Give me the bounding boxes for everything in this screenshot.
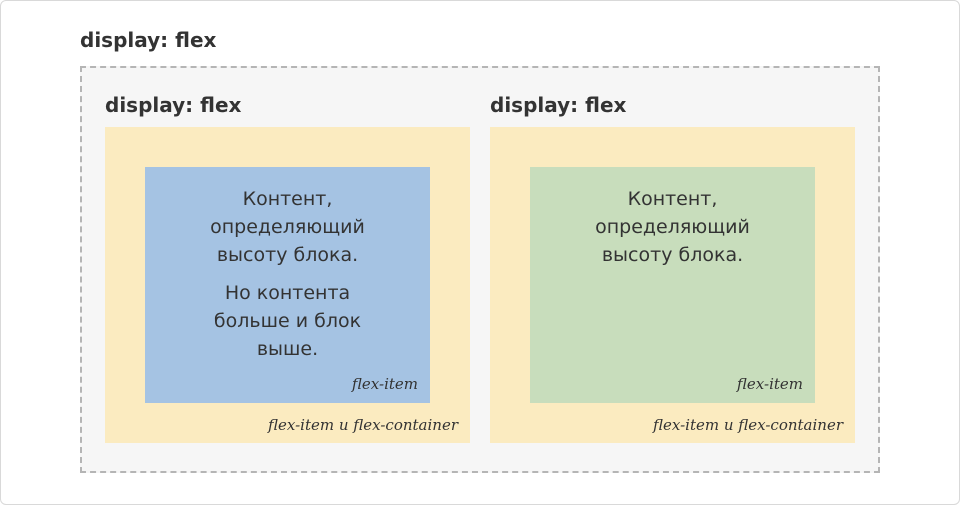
left-flex-container: Контент, определяющий высоту блока. Но к…: [105, 127, 470, 443]
right-item-caption: flex-item: [736, 375, 803, 393]
right-item-text-1: Контент, определяющий высоту блока.: [595, 188, 750, 266]
left-item-text-1: Контент, определяющий высоту блока.: [210, 188, 365, 266]
left-flex-item: Контент, определяющий высоту блока. Но к…: [145, 167, 430, 403]
outer-container-label: display: flex: [80, 28, 217, 52]
right-flex-container: Контент, определяющий высоту блока. flex…: [490, 127, 855, 443]
right-container-caption: flex-item и flex-container: [653, 416, 843, 434]
left-item-text-2: Но контента больше и блок выше.: [213, 282, 362, 360]
left-container-label: display: flex: [105, 93, 242, 117]
left-item-caption: flex-item: [351, 375, 418, 393]
right-flex-item: Контент, определяющий высоту блока. flex…: [530, 167, 815, 403]
left-container-caption: flex-item и flex-container: [268, 416, 458, 434]
right-container-label: display: flex: [490, 93, 627, 117]
